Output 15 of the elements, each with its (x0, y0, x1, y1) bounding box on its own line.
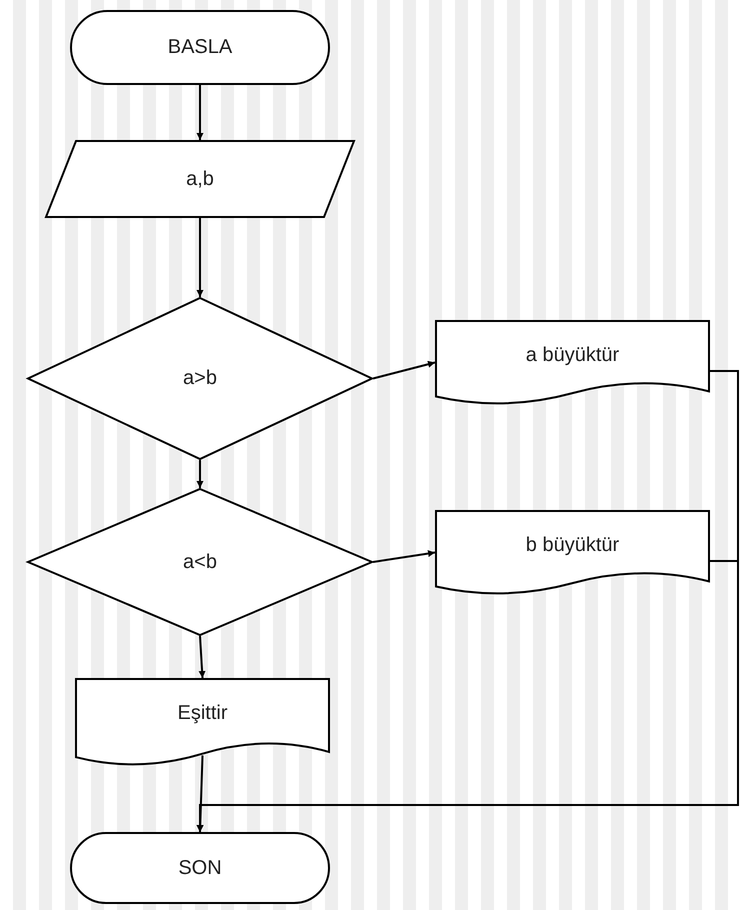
arrow (196, 460, 204, 488)
node-label: Eşittir (178, 702, 228, 725)
arrow (198, 636, 206, 678)
node-label: SON (178, 856, 222, 880)
arrow (196, 755, 204, 832)
node-label: a büyüktür (526, 344, 620, 367)
node-label: a,b (186, 168, 214, 190)
node-label: BASLA (168, 36, 232, 59)
arrow (372, 360, 436, 380)
arrow (372, 550, 436, 563)
node-label: b büyüktür (526, 534, 620, 557)
arrow (196, 85, 204, 140)
node-label: a>b (183, 367, 217, 390)
node-label: a<b (183, 550, 217, 574)
arrow (196, 218, 204, 297)
